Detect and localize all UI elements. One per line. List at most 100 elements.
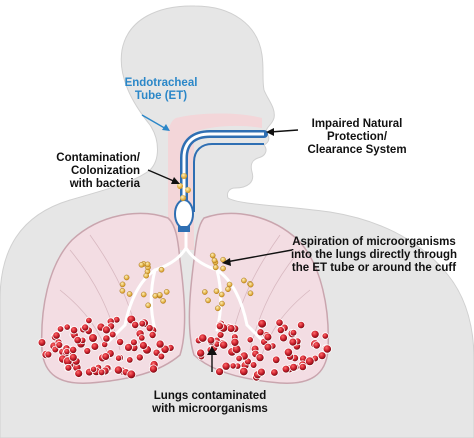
bacteria-dot — [220, 256, 226, 263]
alveolus-dot — [85, 316, 93, 325]
alveolus-dot — [215, 367, 225, 377]
arrowhead-impaired — [266, 128, 274, 136]
bacteria-dot — [214, 305, 221, 312]
contamination-label-line-3: with bacteria — [69, 178, 140, 190]
bacteria-dot — [140, 291, 147, 298]
alveolus-dot — [102, 325, 111, 335]
arrowhead-lungs — [207, 346, 217, 355]
alveolus-dot — [37, 338, 47, 347]
alveolus-dot — [135, 353, 144, 362]
bacteria-dot — [143, 272, 149, 279]
bacteria-dot — [220, 265, 226, 272]
bacteria-dot — [209, 252, 216, 259]
alveolus-dot — [283, 347, 293, 357]
arrow-aspiration — [225, 249, 293, 263]
bacteria-dot — [160, 298, 166, 304]
alveolus-dot — [310, 329, 320, 339]
bacteria-dot — [201, 289, 208, 295]
alveolus-dot — [97, 368, 106, 377]
alveolus-dot — [246, 336, 254, 344]
et-cuff — [174, 199, 194, 229]
arrow-contamination — [147, 169, 177, 183]
alveolus-dot — [198, 333, 208, 343]
alveolus-dot — [83, 347, 92, 355]
alveolus-dot — [235, 354, 243, 363]
aspiration-label-line-1: Aspiration of microorganisms — [292, 236, 456, 248]
alveolus-dot — [155, 339, 165, 349]
bacteria-dot — [226, 281, 233, 288]
alveolus-dot — [263, 332, 273, 342]
alveolus-dot — [64, 363, 73, 372]
alveolus-dot — [288, 337, 298, 347]
alveolus-dot — [289, 328, 298, 337]
alveolus-dot — [276, 326, 285, 335]
bacteria-dot — [247, 290, 254, 297]
alveolus-dot — [126, 356, 134, 364]
arrowhead-aspiration — [222, 258, 231, 266]
alveolus-dot — [312, 341, 321, 350]
alveolus-dot — [317, 351, 327, 361]
bacteria-dot — [163, 289, 170, 295]
bacteria-dot — [144, 261, 151, 268]
alveolus-dot — [249, 361, 258, 369]
alveolus-dot — [257, 318, 267, 329]
alveolus-dot — [138, 334, 146, 342]
bacteria-dot — [241, 277, 247, 284]
alveolus-dot — [124, 342, 133, 352]
alveolus-dot — [90, 342, 100, 351]
contamination-label: Contamination/ Colonization with bacteri… — [28, 152, 140, 191]
alveolus-dot — [81, 323, 90, 332]
alveolus-dot — [101, 352, 110, 361]
alveolus-dot — [148, 330, 157, 339]
alveolus-dot — [108, 330, 117, 339]
et-tube-label: Endotracheal Tube (ET) — [116, 77, 206, 103]
infected-alveoli — [37, 314, 332, 382]
alveolus-dot — [145, 324, 154, 333]
alveolus-dot — [68, 352, 78, 362]
impaired-label-line-2: Protection/ — [326, 131, 388, 143]
alveolus-dot — [275, 318, 284, 327]
alveolus-dot — [69, 345, 78, 354]
alveolus-dot — [196, 348, 206, 358]
aspiration-label-line-3: the ET tube or around the cuff — [291, 262, 457, 274]
alveolus-dot — [74, 369, 84, 378]
lungs-label-line-2: with microorganisms — [152, 403, 268, 415]
bacteria-dot — [247, 281, 254, 288]
alveolus-dot — [230, 337, 240, 347]
lungs-label-line-1: Lungs contaminated — [153, 390, 267, 402]
alveolus-dot — [138, 341, 148, 350]
alveolus-dot — [148, 364, 158, 374]
alveolus-dot — [256, 328, 265, 337]
alveolus-dot — [239, 366, 249, 377]
bacteria-dot — [126, 291, 133, 297]
alveolus-dot — [129, 338, 138, 347]
bacteria-in-lungs — [119, 252, 254, 312]
alveolus-dot — [138, 319, 147, 328]
alveolus-dot — [304, 356, 315, 367]
alveolus-dot — [255, 353, 265, 363]
aspiration-label: Aspiration of microorganisms into the lu… — [284, 236, 464, 275]
alveolus-dot — [263, 342, 273, 352]
bacteria-dot — [158, 266, 165, 273]
alveolus-dot — [52, 331, 61, 340]
bacteria-dot — [218, 291, 225, 298]
alveolus-dot — [289, 362, 299, 372]
bacteria-dot — [225, 286, 231, 293]
alveolus-dot — [221, 361, 231, 371]
alveolus-dot — [88, 333, 98, 343]
endotracheal-tube — [174, 130, 268, 232]
alveolus-dot — [113, 365, 124, 375]
bacteria-dot — [211, 257, 218, 264]
bacteria-dot — [212, 264, 219, 271]
alveolus-dot — [296, 320, 306, 330]
lungs-contaminated-label: Lungs contaminated with microorganisms — [140, 390, 280, 416]
alveolus-dot — [206, 336, 216, 345]
alveolus-dot — [73, 335, 82, 345]
alveolus-dot — [270, 368, 279, 377]
bacteria-dot — [119, 287, 126, 294]
alveolus-dot — [281, 364, 291, 374]
alveolus-dot — [115, 354, 123, 362]
pointer-arrows — [141, 114, 299, 372]
bacteria-dot — [138, 261, 145, 268]
alveolus-dot — [44, 350, 53, 359]
